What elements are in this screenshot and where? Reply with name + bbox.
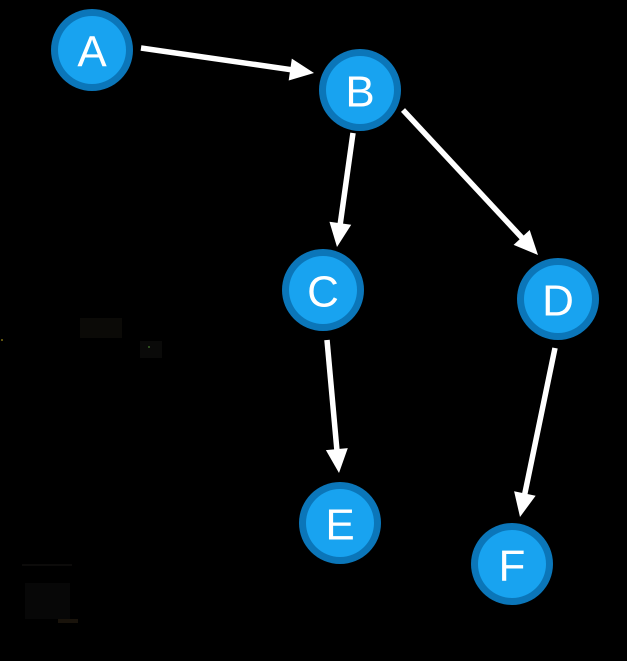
edge-A-to-B — [140, 45, 314, 81]
edge-line — [521, 347, 558, 497]
nodes-layer: A B C D E — [51, 9, 599, 605]
edge-D-to-F — [514, 347, 558, 517]
graph-node-C[interactable]: C — [282, 249, 364, 331]
node-body — [306, 489, 374, 557]
node-body — [58, 16, 126, 84]
graph-node-D[interactable]: D — [517, 258, 599, 340]
arrowhead-icon — [329, 221, 352, 247]
node-body — [478, 530, 546, 598]
edge-line — [337, 132, 356, 226]
edge-line — [400, 108, 526, 241]
node-body — [326, 56, 394, 124]
edge-line — [140, 45, 293, 73]
graph-node-A[interactable]: A — [51, 9, 133, 91]
edge-C-to-E — [324, 339, 348, 473]
graph-node-E[interactable]: E — [299, 482, 381, 564]
arrowhead-icon — [288, 58, 314, 81]
node-body — [524, 265, 592, 333]
edge-line — [324, 339, 340, 452]
arrowhead-icon — [514, 491, 536, 517]
edge-B-to-C — [329, 132, 356, 247]
node-body — [289, 256, 357, 324]
graph-node-B[interactable]: B — [319, 49, 401, 131]
graph-node-F[interactable]: F — [471, 523, 553, 605]
edges-layer — [140, 45, 558, 517]
arrowhead-icon — [513, 229, 538, 255]
arrowhead-icon — [325, 448, 348, 473]
edge-B-to-D — [400, 108, 538, 255]
